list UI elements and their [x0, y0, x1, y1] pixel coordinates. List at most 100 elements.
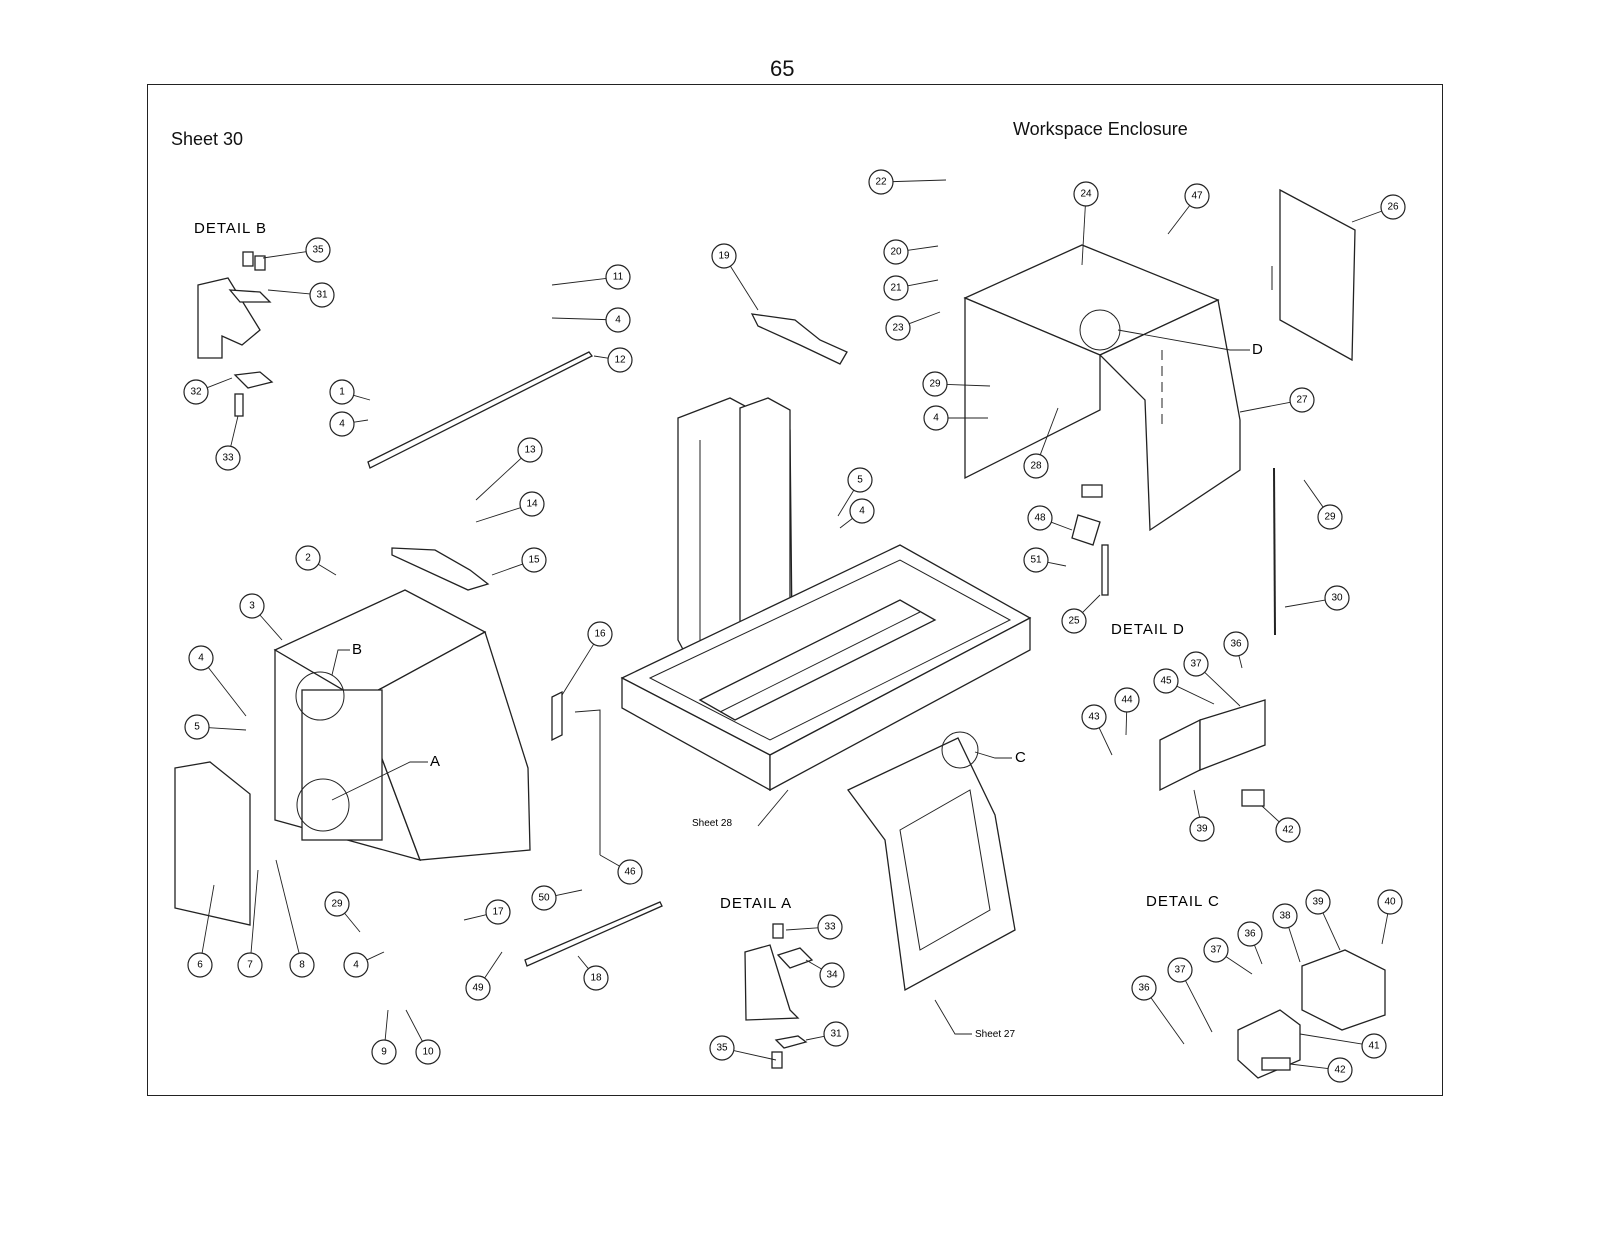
callout-balloon: [617, 859, 643, 885]
callout-balloon: [215, 445, 241, 471]
callout-number: 46: [624, 867, 636, 878]
callout-leader: [892, 179, 947, 183]
callout-balloon: [237, 952, 263, 978]
callout-12: 12: [593, 347, 633, 373]
callout-number: 45: [1160, 676, 1172, 687]
callout-leader: [475, 457, 522, 501]
callout-29: 29: [922, 371, 991, 397]
callout-balloon: [289, 952, 315, 978]
callout-balloon: [1289, 387, 1315, 413]
callout-balloon: [1114, 687, 1140, 713]
callout-leader: [267, 289, 311, 295]
callout-number: 20: [890, 247, 902, 258]
detail-c-marker: C: [1015, 749, 1027, 766]
callout-number: 26: [1387, 202, 1399, 213]
callout-number: 10: [422, 1047, 434, 1058]
callout-leader: [230, 415, 239, 447]
callout-balloon: [371, 1039, 397, 1065]
callout-47: 47: [1167, 183, 1210, 235]
callout-balloon: [1275, 817, 1301, 843]
detail-d-label: DETAIL D: [1111, 621, 1185, 638]
callout-number: 48: [1034, 513, 1046, 524]
callout-48: 48: [1027, 505, 1073, 531]
callout-number: 33: [824, 922, 836, 933]
callout-40: 40: [1377, 889, 1403, 945]
callout-34: 34: [805, 959, 845, 988]
callout-30: 30: [1284, 585, 1350, 611]
callout-number: 24: [1080, 189, 1092, 200]
callout-leader: [1238, 655, 1243, 669]
callout-37: 37: [1183, 651, 1241, 707]
callout-leader: [1284, 599, 1326, 608]
callout-5: 5: [837, 467, 873, 517]
callout-balloon: [188, 645, 214, 671]
callout-1: 1: [329, 379, 371, 405]
callout-balloon: [1189, 816, 1215, 842]
callout-2: 2: [295, 545, 337, 576]
callout-25: 25: [1061, 594, 1101, 634]
callout-balloon: [1305, 889, 1331, 915]
callout-3: 3: [239, 593, 283, 641]
switch-48: [1071, 484, 1109, 596]
machine-column: [677, 397, 793, 673]
callout-leader: [1254, 944, 1263, 965]
callout-44: 44: [1114, 687, 1140, 736]
detail-c-assembly: [1237, 949, 1386, 1079]
callout-balloon: [1061, 608, 1087, 634]
callout-number: 38: [1279, 911, 1291, 922]
callout-13: 13: [475, 437, 543, 501]
sheet-28-ref: Sheet 28: [692, 818, 732, 829]
callout-10: 10: [405, 1009, 441, 1065]
callout-number: 51: [1030, 555, 1042, 566]
callout-number: 36: [1138, 983, 1150, 994]
callout-leader: [1047, 561, 1067, 567]
callout-balloon: [1023, 547, 1049, 573]
detail-a-marker: A: [430, 753, 441, 770]
callout-balloon: [239, 593, 265, 619]
callout-leader: [946, 383, 991, 387]
callout-number: 37: [1190, 659, 1202, 670]
callout-balloon: [847, 467, 873, 493]
callout-35: 35: [262, 237, 331, 263]
callout-leader: [262, 251, 307, 259]
left-enclosure-cabinet: [273, 589, 531, 861]
callout-leader: [1193, 789, 1201, 818]
callout-4: 4: [343, 951, 385, 978]
callout-number: 49: [472, 983, 484, 994]
callout-balloon: [183, 379, 209, 405]
callout-balloon: [605, 264, 631, 290]
callout-balloon: [1237, 921, 1263, 947]
callout-balloon: [885, 315, 911, 341]
callout-9: 9: [371, 1009, 397, 1065]
callout-8: 8: [275, 859, 315, 978]
callout-balloon: [517, 437, 543, 463]
callout-number: 29: [331, 899, 343, 910]
callout-4: 4: [188, 645, 247, 717]
sheet-28-leader: [757, 789, 789, 827]
callout-balloon: [184, 714, 210, 740]
callout-leader: [1167, 205, 1191, 235]
callout-leader: [484, 951, 503, 979]
callout-leader: [837, 490, 855, 517]
callout-number: 36: [1230, 639, 1242, 650]
callout-leader: [599, 854, 620, 867]
detail-b-label: DETAIL B: [194, 220, 267, 237]
drawing-title: Workspace Enclosure: [1013, 119, 1188, 139]
callout-number: 4: [353, 960, 359, 971]
callout-balloon: [922, 371, 948, 397]
callout-balloon: [883, 275, 909, 301]
callout-leader: [353, 394, 371, 401]
callout-balloon: [1380, 194, 1406, 220]
page-number: 65: [770, 56, 795, 81]
callout-leader: [1225, 956, 1253, 975]
callout-balloon: [709, 1035, 735, 1061]
callout-number: 13: [524, 445, 536, 456]
callout-leader: [1239, 401, 1291, 413]
callout-number: 31: [316, 290, 328, 301]
callout-45: 45: [1153, 668, 1215, 705]
callout-balloon: [485, 899, 511, 925]
callout-50: 50: [531, 885, 583, 911]
callout-number: 30: [1331, 593, 1343, 604]
callout-leader: [366, 951, 385, 961]
